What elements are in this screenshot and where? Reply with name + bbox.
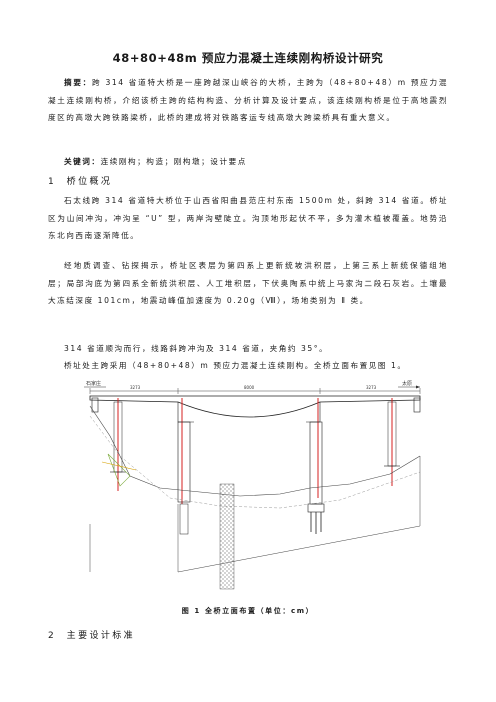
paper-title: 48+80+48m 预应力混凝土连续刚构桥设计研究 [112, 51, 384, 65]
continuous-girder [89, 395, 421, 418]
lower-stratum-line [177, 525, 421, 573]
section-1-number: 1 [48, 177, 57, 187]
section-2-title: 主要设计标准 [66, 631, 136, 641]
slope-marker-yellow [101, 461, 137, 471]
pier-3-cap [307, 503, 325, 513]
pier-3 [309, 421, 323, 505]
section-1-paragraph-3: 314 省道顺沟而行，线路斜跨冲沟及 314 省道，夹角约 35°。 [64, 344, 329, 353]
bridge-elevation-figure: 石家庄 太原 3273 8000 3273 [84, 380, 421, 590]
keywords-text: 连续刚构；构造；刚构墩；设计要点 [100, 157, 247, 166]
pier-2 [177, 421, 191, 503]
section-1-paragraph-4: 桥址处主跨采用（48+80+48）m 预应力混凝土连续刚构。全桥立面布置见图 1… [64, 361, 407, 370]
pier-2-piles [179, 503, 189, 535]
left-abutment [91, 397, 99, 413]
section-1-title: 桥位概况 [66, 177, 113, 187]
keywords-label: 关键词： [64, 157, 101, 166]
abstract-paragraph: 摘要：跨 314 省道特大桥是一座跨越深山峡谷的大桥，主跨为（48+80+48）… [48, 74, 448, 127]
section-1-paragraph-2: 经地质调查、钻探揭示，桥址区表层为第四系上更新统坡洪积层，上第三系上新统保德组地… [48, 261, 448, 305]
label-taiyuan: 太原 [402, 380, 412, 387]
label-shijiazhuang: 石家庄 [86, 380, 101, 387]
slope-marker-green [107, 453, 131, 487]
right-abutment [413, 397, 421, 413]
dim-left-span: 3273 [130, 385, 141, 390]
right-arrow-head [416, 385, 420, 389]
figure-caption: 图 1 全桥立面布置（单位：cm） [181, 607, 315, 615]
section-2-heading: 2 主要设计标准 [48, 628, 135, 641]
ground-profile [89, 405, 421, 497]
rock-line [89, 415, 421, 509]
soil-stratum-zone [219, 483, 235, 590]
section-2-number: 2 [48, 631, 57, 641]
dim-right-span: 3273 [366, 385, 377, 390]
abstract-text: 跨 314 省道特大桥是一座跨越深山峡谷的大桥，主跨为（48+80+48）m 预… [48, 78, 448, 122]
section-1-heading: 1 桥位概况 [48, 174, 112, 187]
keywords-paragraph: 关键词：连续刚构；构造；刚构墩；设计要点 [48, 153, 448, 171]
abstract-label: 摘要： [64, 78, 92, 87]
dim-main-span: 8000 [244, 385, 255, 390]
section-1-paragraph-1: 石太线跨 314 省道特大桥位于山西省阳曲县范庄村东南 1500m 处，斜跨 3… [48, 196, 448, 240]
